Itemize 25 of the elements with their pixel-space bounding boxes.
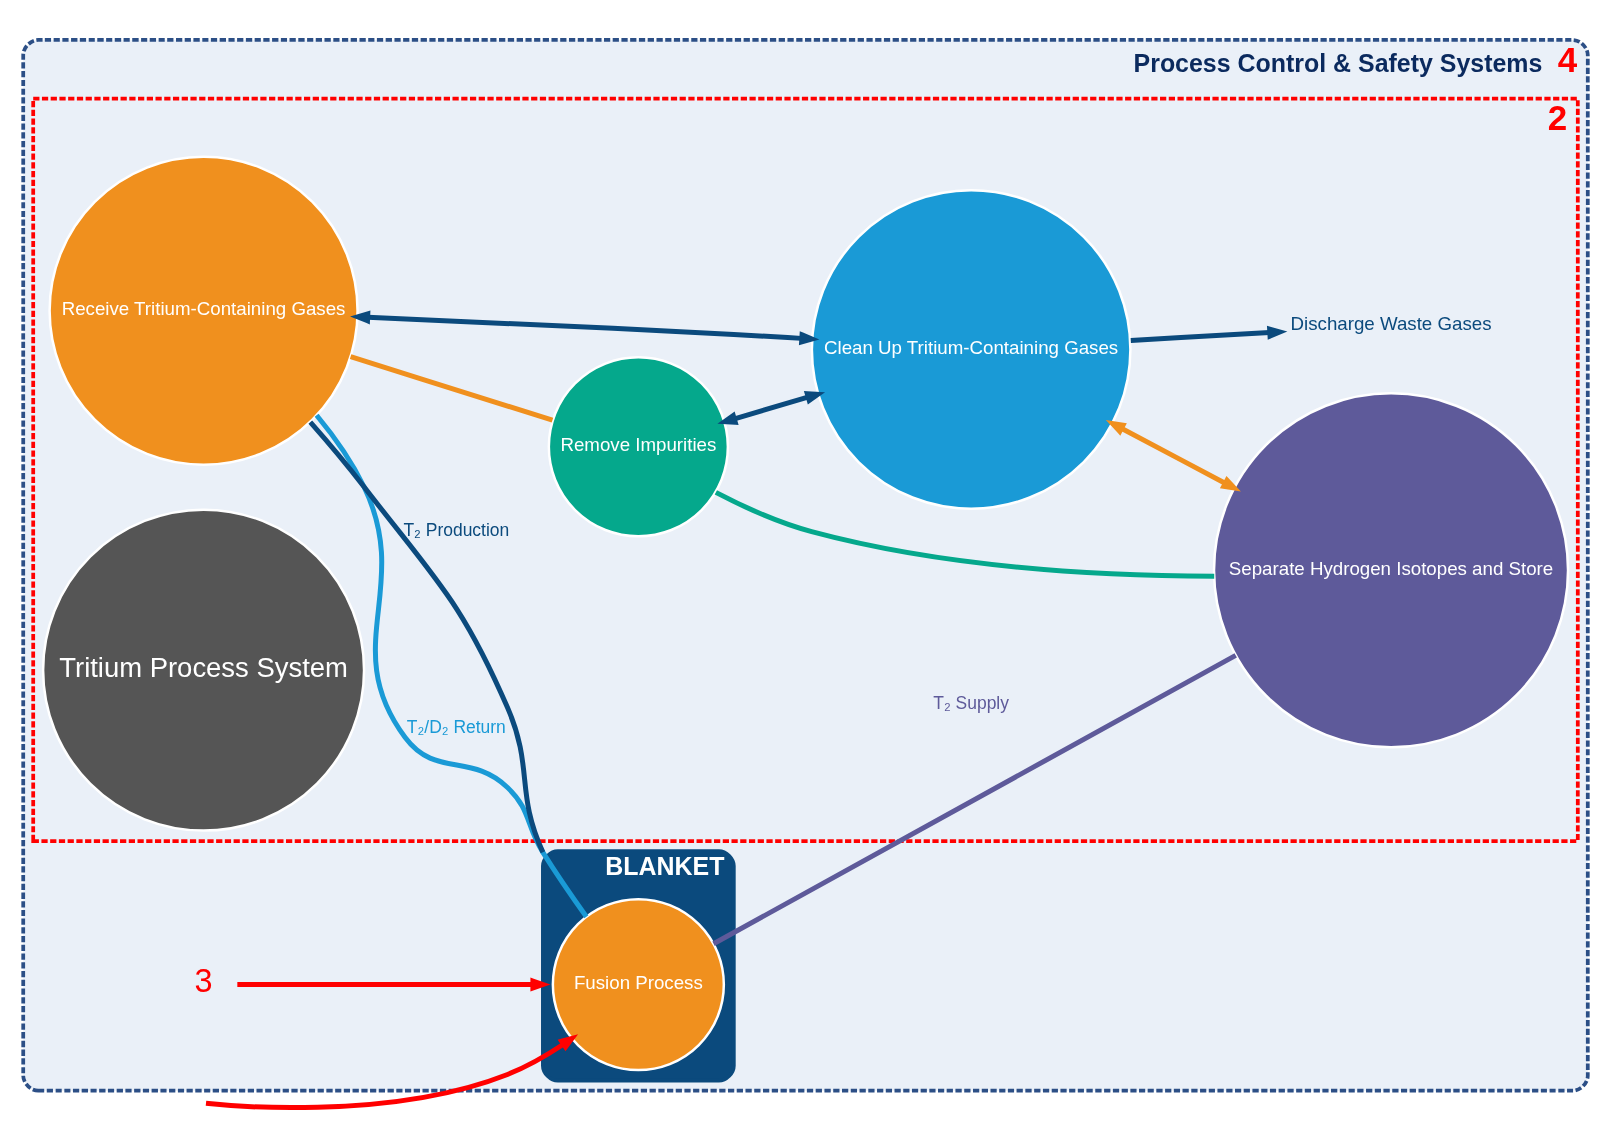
node-circle: Clean Up Tritium-Containing Gases (810, 188, 1132, 510)
node-circle: Fusion Process (551, 897, 726, 1071)
node-circle: Tritium Process System (41, 507, 366, 832)
connector (712, 652, 1237, 946)
node-label: 2 (1547, 97, 1568, 137)
node-text: 3 (194, 962, 213, 999)
edge-label: T₂ Supply (933, 692, 1009, 713)
cluster (31, 96, 1580, 843)
arrow (350, 309, 820, 345)
node-circle: Separate Hydrogen Isotopes and Store (1212, 391, 1570, 749)
connector (308, 419, 546, 853)
arrow (1130, 325, 1288, 343)
node-label: 4 (1557, 39, 1578, 79)
connector (349, 353, 554, 423)
arrow (205, 1033, 579, 1110)
node-text: Discharge Waste Gases (1290, 312, 1492, 334)
edge-label: T₂/D₂ Return (406, 716, 506, 737)
edge-label: T₂ Production (403, 519, 510, 540)
node-circle: Receive Tritium-Containing Gases (48, 155, 359, 466)
arrow (717, 390, 826, 425)
connector (714, 489, 1215, 579)
arrow (1105, 419, 1241, 492)
arrow (237, 977, 551, 992)
connector (314, 413, 589, 918)
node-circle: Remove Impurities (547, 355, 730, 538)
